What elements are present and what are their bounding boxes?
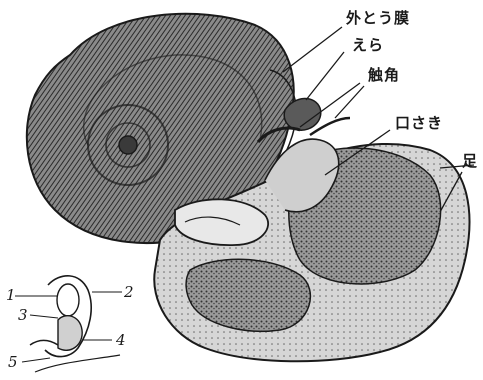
label-mouth: 口さき [395, 116, 443, 131]
inset-number-1: 1 [6, 288, 16, 303]
inset-number-4: 4 [116, 333, 126, 348]
inset-number-3: 3 [18, 308, 28, 323]
inset-number-5: 5 [8, 355, 18, 370]
label-foot: 足 [462, 154, 478, 169]
label-mantle: 外とう膜 [346, 11, 410, 26]
label-gill: えら [352, 38, 384, 53]
inset-snail [15, 276, 122, 372]
label-tentacle: 触角 [368, 68, 400, 83]
inset-number-2: 2 [124, 285, 134, 300]
